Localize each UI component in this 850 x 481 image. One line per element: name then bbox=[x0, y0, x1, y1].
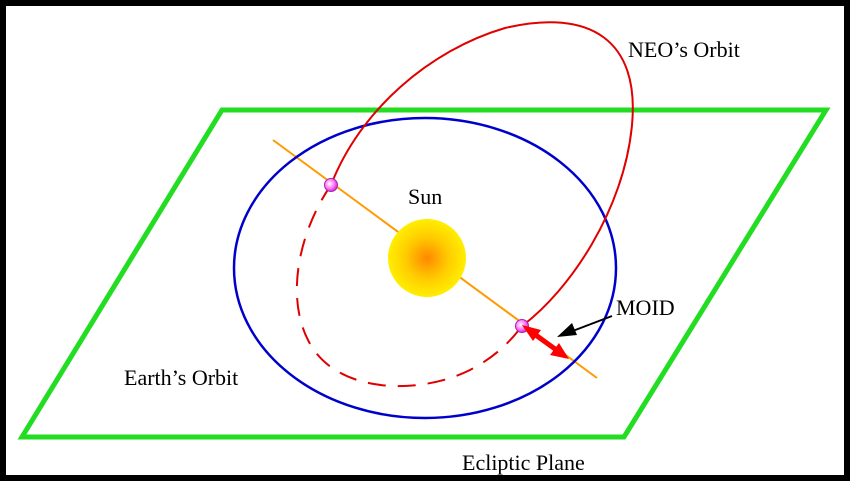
ascending-node-marker bbox=[324, 178, 338, 192]
moid-label: MOID bbox=[616, 295, 675, 320]
sun-label: Sun bbox=[408, 184, 442, 209]
ecliptic-plane-label: Ecliptic Plane bbox=[462, 450, 585, 475]
ecliptic-plane bbox=[17, 107, 831, 440]
neo-orbit-label: NEO’s Orbit bbox=[628, 37, 740, 62]
neo-orbit-above-plane bbox=[330, 21, 634, 327]
neo-orbit-below-plane bbox=[295, 184, 523, 388]
moid-pointer-line bbox=[569, 315, 613, 333]
moid-arrow-head-start bbox=[522, 325, 541, 341]
moid-arrow-head-end bbox=[550, 343, 569, 359]
earth-orbit-label: Earth’s Orbit bbox=[124, 365, 238, 390]
moid-pointer-head bbox=[557, 323, 577, 337]
earth-orbit bbox=[232, 116, 618, 420]
sun-icon bbox=[388, 219, 466, 297]
